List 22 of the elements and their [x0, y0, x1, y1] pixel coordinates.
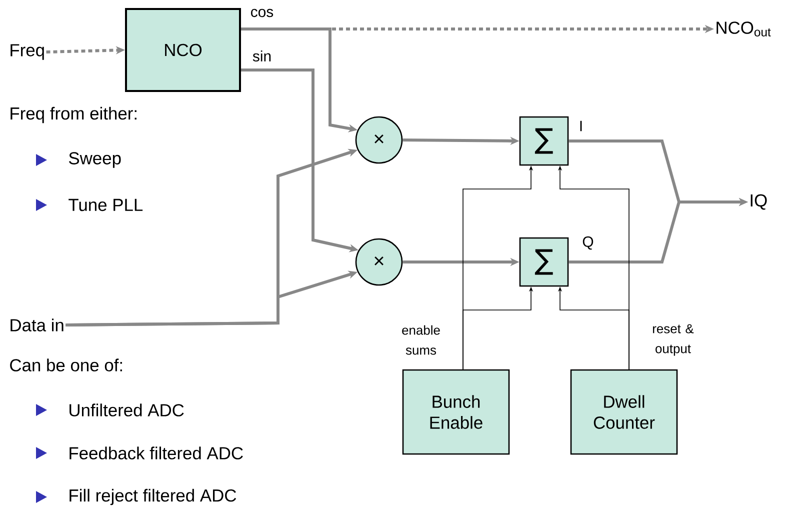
list-text: Can be one of: [10, 358, 122, 372]
summer-box: ∑ [519, 237, 569, 287]
list-text: Tune PLL [68, 198, 143, 212]
list-text: Feedback filtered ADC [70, 446, 243, 460]
signal-label: NCO$_{out}$ [716, 22, 771, 36]
signal-note: reset & output [653, 324, 694, 356]
edge-label: I [578, 120, 584, 132]
signal-label: IQ [750, 194, 767, 210]
list-text: Fill reject filtered ADC [70, 488, 236, 506]
signal-label: Data in [10, 318, 64, 332]
signal-note: enable sums [402, 325, 440, 355]
nco-box: NCO [125, 8, 241, 92]
control-box: Dwell Counter [570, 369, 678, 455]
edge-label: sin [251, 50, 273, 62]
edge-label: Q [581, 235, 595, 251]
list-text: Sweep [69, 152, 121, 168]
summer-box: ∑ [519, 116, 569, 166]
signal-label: Freq [10, 44, 44, 60]
edge-label: cos [249, 8, 275, 18]
control-box: Bunch Enable [402, 369, 510, 455]
list-text: Unfiltered ADC [70, 404, 184, 416]
list-text: Freq from either: [10, 106, 136, 124]
